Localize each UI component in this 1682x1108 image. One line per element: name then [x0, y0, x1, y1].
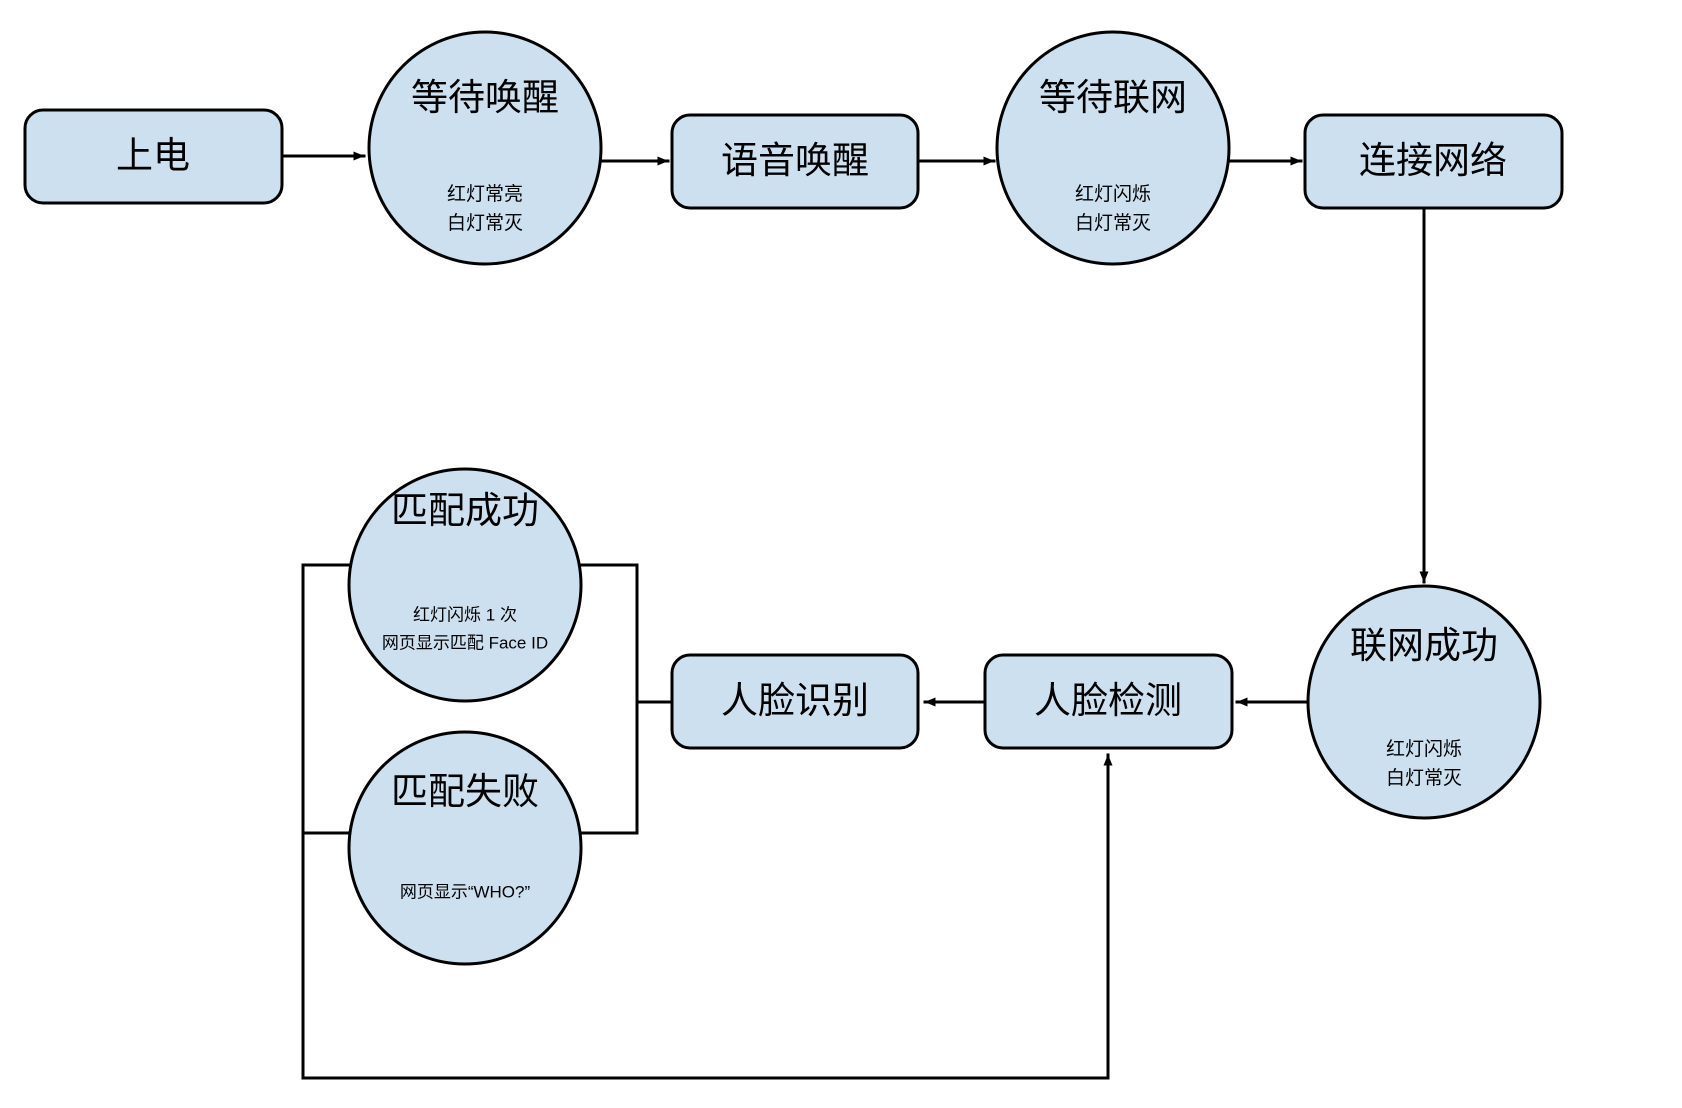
- node-voice-wakeup-label: 语音唤醒: [721, 140, 869, 181]
- node-waiting-network-label: 等待联网: [1039, 77, 1187, 118]
- node-face-detect-label: 人脸检测: [1034, 680, 1182, 721]
- node-power-on[interactable]: 上电: [23, 108, 284, 205]
- node-network-success-shape[interactable]: [1306, 584, 1542, 820]
- node-waiting-wakeup-sub-1: 红灯常亮: [447, 183, 523, 205]
- node-connect-network[interactable]: 连接网络: [1303, 113, 1564, 210]
- node-power-on-shape[interactable]: [23, 108, 284, 205]
- node-waiting-wakeup-label: 等待唤醒: [411, 77, 559, 118]
- node-power-on-label: 上电: [116, 135, 190, 176]
- node-face-recognize[interactable]: 人脸识别: [670, 653, 920, 750]
- node-waiting-wakeup-sub-2: 白灯常灭: [447, 212, 523, 234]
- node-match-fail[interactable]: 匹配失败 网页显示“WHO?”: [347, 730, 583, 966]
- node-network-success-sub-1: 红灯闪烁: [1386, 738, 1462, 760]
- node-match-fail-sub-1: 网页显示“WHO?”: [400, 882, 531, 901]
- node-match-success[interactable]: 匹配成功 红灯闪烁 1 次 网页显示匹配 Face ID: [347, 467, 583, 703]
- node-waiting-wakeup[interactable]: 等待唤醒 红灯常亮 白灯常灭: [367, 30, 603, 266]
- edge-match-fail-to-face-detect: [301, 753, 1113, 1080]
- node-voice-wakeup[interactable]: 语音唤醒: [670, 113, 920, 210]
- node-waiting-network-sub-2: 白灯常灭: [1075, 212, 1151, 234]
- node-network-success-label: 联网成功: [1350, 625, 1498, 666]
- node-voice-wakeup-shape[interactable]: [670, 113, 920, 210]
- node-match-success-shape[interactable]: [347, 467, 583, 703]
- node-connect-network-label: 连接网络: [1359, 140, 1507, 181]
- node-connect-network-shape[interactable]: [1303, 113, 1564, 210]
- node-match-success-sub-2: 网页显示匹配 Face ID: [382, 633, 548, 652]
- node-face-recognize-shape[interactable]: [670, 653, 920, 750]
- node-network-success[interactable]: 联网成功 红灯闪烁 白灯常灭: [1306, 584, 1542, 820]
- node-face-detect-shape[interactable]: [983, 653, 1234, 750]
- node-network-success-sub-2: 白灯常灭: [1386, 767, 1462, 789]
- node-face-recognize-label: 人脸识别: [721, 680, 869, 721]
- edge-bracket-left-rail: [301, 563, 351, 835]
- node-face-detect[interactable]: 人脸检测: [983, 653, 1234, 750]
- node-match-success-label: 匹配成功: [391, 490, 539, 531]
- node-waiting-network[interactable]: 等待联网 红灯闪烁 白灯常灭: [995, 30, 1231, 266]
- node-match-success-sub-1: 红灯闪烁 1 次: [413, 605, 517, 624]
- node-waiting-network-shape[interactable]: [995, 30, 1231, 266]
- node-waiting-network-sub-1: 红灯闪烁: [1075, 183, 1151, 205]
- node-match-fail-shape[interactable]: [347, 730, 583, 966]
- node-match-fail-label: 匹配失败: [391, 771, 539, 812]
- node-waiting-wakeup-shape[interactable]: [367, 30, 603, 266]
